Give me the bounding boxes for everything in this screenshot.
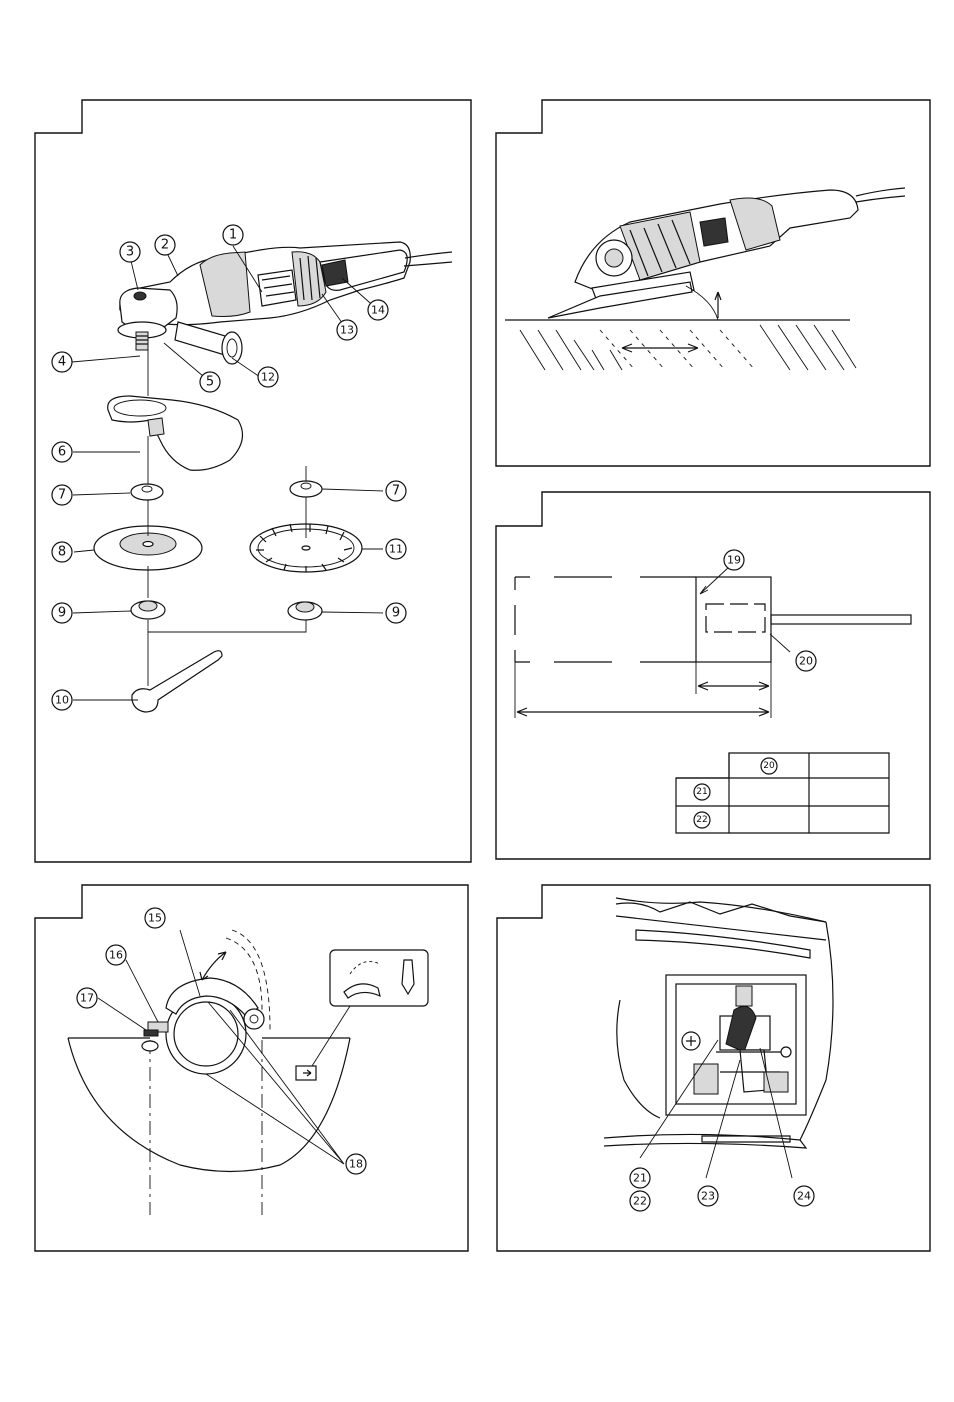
callout-19: 19 <box>723 549 745 571</box>
brush-block <box>695 576 772 663</box>
svg-text:20: 20 <box>763 761 775 771</box>
svg-text:20: 20 <box>799 655 813 668</box>
svg-text:5: 5 <box>206 375 214 390</box>
svg-text:6: 6 <box>58 445 66 460</box>
callout-6: 6 <box>51 441 73 463</box>
svg-text:1: 1 <box>229 228 237 243</box>
svg-text:12: 12 <box>261 371 275 384</box>
panel-carbon-brush-limit <box>495 491 931 860</box>
svg-text:3: 3 <box>126 245 134 260</box>
callout-12: 12 <box>257 366 279 388</box>
callout-3: 3 <box>119 241 141 263</box>
guard-mark <box>295 1065 317 1081</box>
callout-11: 11 <box>385 538 407 560</box>
callout-8: 8 <box>51 541 73 563</box>
callout-23: 23 <box>697 1185 719 1207</box>
svg-text:7: 7 <box>392 484 400 499</box>
panel-guard-adjustment <box>34 884 469 1252</box>
guard-clamp-illustration <box>141 977 265 1075</box>
callout-1: 1 <box>222 224 244 246</box>
svg-text:17: 17 <box>80 992 94 1005</box>
panel-cutting-angle <box>495 99 931 467</box>
callout-24: 24 <box>793 1185 815 1207</box>
brush-spring <box>770 614 912 625</box>
callout-22: 22 <box>629 1190 651 1212</box>
svg-text:19: 19 <box>727 554 741 567</box>
callout-2: 2 <box>154 234 176 256</box>
callout-7-right: 7 <box>385 480 407 502</box>
svg-text:21: 21 <box>633 1172 647 1185</box>
svg-text:15: 15 <box>148 912 162 925</box>
callout-9-right: 9 <box>385 602 407 624</box>
svg-text:11: 11 <box>389 543 403 556</box>
svg-text:4: 4 <box>58 355 66 370</box>
brush-holder-parts <box>681 985 792 1095</box>
callout-17: 17 <box>76 987 98 1009</box>
svg-text:16: 16 <box>109 949 123 962</box>
svg-text:10: 10 <box>55 694 69 707</box>
callout-13: 13 <box>336 319 358 341</box>
svg-text:9: 9 <box>392 606 400 621</box>
svg-text:23: 23 <box>701 1190 715 1203</box>
table-row-22: 22 <box>693 811 711 829</box>
svg-text:9: 9 <box>58 606 66 621</box>
callout-4: 4 <box>51 351 73 373</box>
inner-flange-right <box>287 601 323 621</box>
callout-5: 5 <box>199 371 221 393</box>
svg-text:8: 8 <box>58 545 66 560</box>
inner-flange-left <box>130 600 166 620</box>
callout-14: 14 <box>367 299 389 321</box>
callout-9-left: 9 <box>51 602 73 624</box>
inset-detail-illustration <box>329 949 429 1007</box>
callout-7-left: 7 <box>51 484 73 506</box>
wheel-guard-illustration <box>107 395 244 471</box>
brush-holder-frame <box>665 974 807 1116</box>
callout-10: 10 <box>51 689 73 711</box>
svg-text:24: 24 <box>797 1190 811 1203</box>
svg-text:18: 18 <box>349 1158 363 1171</box>
table-header-20: 20 <box>760 757 778 775</box>
svg-text:22: 22 <box>633 1195 647 1208</box>
svg-text:14: 14 <box>371 304 385 317</box>
table-row-21: 21 <box>693 783 711 801</box>
svg-text:7: 7 <box>58 488 66 503</box>
grinder-side-illustration <box>547 187 906 319</box>
grinder-body-illustration <box>117 241 453 365</box>
svg-text:22: 22 <box>696 815 707 825</box>
wear-limit-table <box>675 752 890 834</box>
svg-text:13: 13 <box>340 324 354 337</box>
callout-20: 20 <box>795 650 817 672</box>
callout-21: 21 <box>629 1167 651 1189</box>
callout-15: 15 <box>144 907 166 929</box>
svg-text:2: 2 <box>161 238 169 253</box>
panel-exploded-view <box>34 99 472 863</box>
callout-18: 18 <box>345 1153 367 1175</box>
callout-16: 16 <box>105 944 127 966</box>
panel-brush-holder <box>496 884 931 1252</box>
svg-text:21: 21 <box>696 787 707 797</box>
move-direction-arrow <box>621 343 699 353</box>
wrench-illustration <box>131 650 223 713</box>
